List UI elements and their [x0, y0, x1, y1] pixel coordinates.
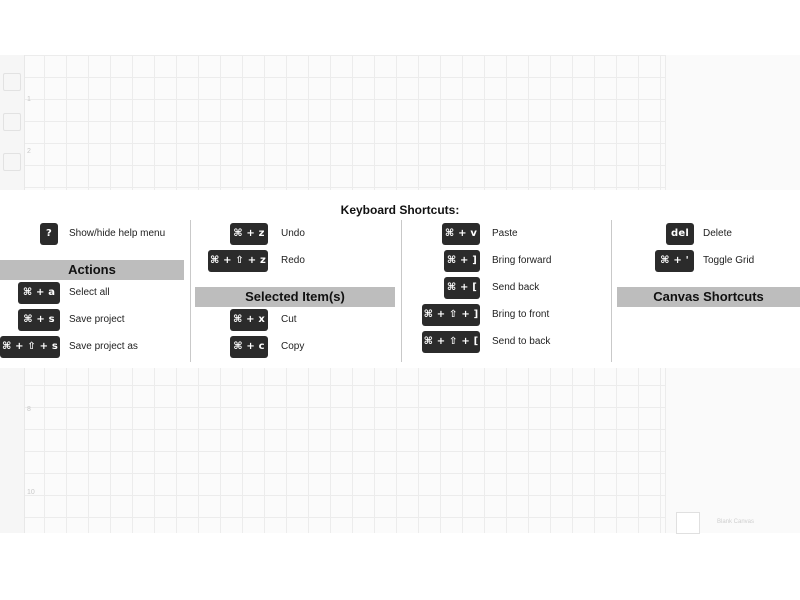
shortcut-row: del Delete — [612, 223, 800, 245]
shortcut-key: ⌘ + c — [230, 336, 268, 358]
column-divider — [190, 220, 191, 362]
ruler-number: 2 — [27, 148, 31, 155]
canvas-thumbnail[interactable] — [676, 512, 700, 534]
overlay-title: Keyboard Shortcuts: — [340, 203, 460, 217]
shortcut-key: ⌘ + ⇧ + [ — [422, 331, 480, 353]
shortcut-label: Send to back — [492, 336, 551, 347]
shortcut-key: ⌘ + ] — [444, 250, 480, 272]
ruler-number: 8 — [27, 406, 31, 413]
shortcut-row: ⌘ + [ Send back — [402, 277, 611, 299]
section-header-selected-items: Selected Item(s) — [195, 287, 395, 307]
section-header-actions: Actions — [0, 260, 184, 280]
canvas-name: Blank Canvas — [717, 519, 755, 525]
ruler-number: 10 — [27, 489, 35, 496]
shortcut-label: Select all — [69, 287, 110, 298]
shortcut-label: Toggle Grid — [703, 255, 755, 266]
text-tool-icon[interactable] — [3, 113, 21, 131]
shortcut-row: ⌘ + ⇧ + ] Bring to front — [402, 304, 611, 326]
shortcut-label: Show/hide help menu — [69, 228, 166, 239]
section-header-canvas-shortcuts: Canvas Shortcuts — [617, 287, 800, 307]
shortcut-key: ⌘ + s — [18, 309, 60, 331]
shortcut-label: Bring to front — [492, 309, 550, 320]
shortcut-row: ⌘ + z Undo — [191, 223, 401, 245]
shortcut-key: del — [666, 223, 694, 245]
ruler-number: 1 — [27, 96, 31, 103]
shortcut-row: ⌘ + ' Toggle Grid — [612, 250, 800, 272]
shortcut-label: Undo — [281, 228, 305, 239]
shortcut-row: ⌘ + a Select all — [0, 282, 190, 304]
shape-tool-icon[interactable] — [3, 73, 21, 91]
shortcut-row: ⌘ + ⇧ + s Save project as — [0, 336, 190, 358]
image-tool-icon[interactable] — [3, 153, 21, 171]
shortcut-row: ? Show/hide help menu — [0, 223, 190, 245]
shortcut-key: ⌘ + z — [230, 223, 268, 245]
shortcut-label: Paste — [492, 228, 518, 239]
shortcut-label: Copy — [281, 341, 305, 352]
shortcut-row: ⌘ + ⇧ + z Redo — [191, 250, 401, 272]
shortcut-row: ⌘ + c Copy — [191, 336, 401, 358]
shortcut-key: ⌘ + ⇧ + ] — [422, 304, 480, 326]
shortcut-label: Redo — [281, 255, 305, 266]
shortcut-row: ⌘ + v Paste — [402, 223, 611, 245]
shortcut-key: ? — [40, 223, 58, 245]
shortcut-key: ⌘ + a — [18, 282, 60, 304]
shortcut-key: ⌘ + v — [442, 223, 480, 245]
shortcut-label: Save project — [69, 314, 125, 325]
shortcut-row: ⌘ + x Cut — [191, 309, 401, 331]
shortcut-label: Delete — [703, 228, 732, 239]
shortcut-key: ⌘ + ⇧ + s — [0, 336, 60, 358]
shortcut-label: Cut — [281, 314, 297, 325]
column-divider — [611, 220, 612, 362]
shortcut-label: Bring forward — [492, 255, 552, 266]
column-divider — [401, 220, 402, 362]
keyboard-shortcuts-overlay: Keyboard Shortcuts: ? Show/hide help men… — [0, 190, 800, 368]
shortcut-key: ⌘ + ⇧ + z — [208, 250, 268, 272]
shortcut-row: ⌘ + s Save project — [0, 309, 190, 331]
shortcut-key: ⌘ + x — [230, 309, 268, 331]
shortcut-label: Save project as — [69, 341, 138, 352]
shortcut-row: ⌘ + ⇧ + [ Send to back — [402, 331, 611, 353]
shortcut-key: ⌘ + [ — [444, 277, 480, 299]
shortcut-label: Send back — [492, 282, 540, 293]
shortcut-key: ⌘ + ' — [655, 250, 694, 272]
shortcut-row: ⌘ + ] Bring forward — [402, 250, 611, 272]
